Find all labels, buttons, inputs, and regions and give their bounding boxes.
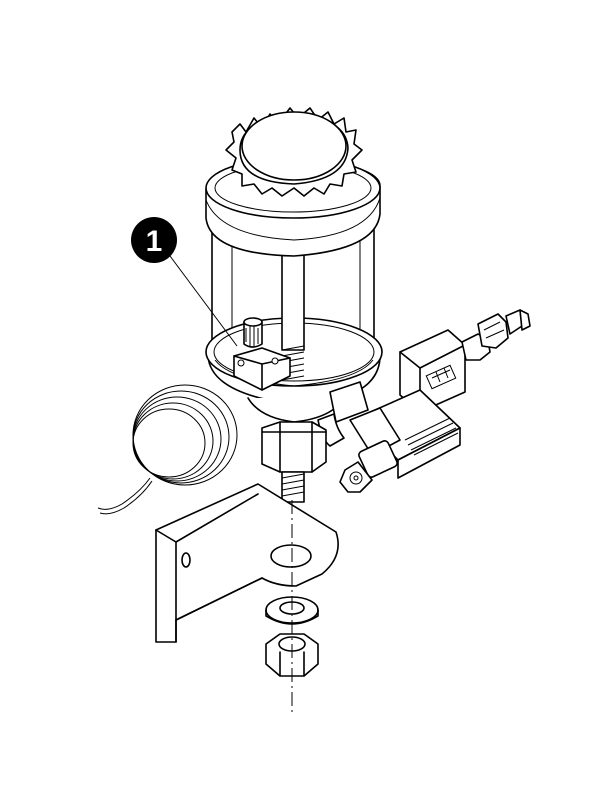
inlet-fitting <box>461 309 531 361</box>
level-switch <box>233 317 291 391</box>
threaded-stud <box>281 471 305 503</box>
callout-number: 1 <box>146 225 163 258</box>
mounting-bracket <box>155 483 339 643</box>
filler-cap <box>225 107 363 197</box>
callout-leader <box>169 255 238 347</box>
body-hex <box>261 421 327 473</box>
callout-badge-1: 1 <box>131 217 177 263</box>
coiled-cable <box>97 384 238 515</box>
reservoir-glass <box>211 209 375 353</box>
solenoid-valve <box>339 329 466 493</box>
